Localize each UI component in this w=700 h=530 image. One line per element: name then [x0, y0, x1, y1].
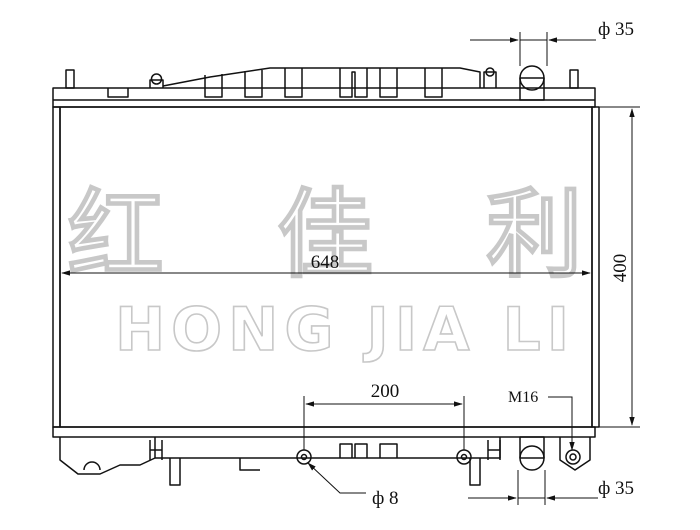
outlet-diameter-label: ф 35: [598, 478, 634, 499]
dimension-lines: [61, 32, 640, 505]
top-tank: [52, 65, 596, 108]
watermark-latin: HONG JIA LI: [115, 295, 575, 365]
drain-plug-leader: [548, 396, 575, 451]
inlet-diameter-label: ф 35: [598, 19, 634, 40]
drain-plug-label: M16: [508, 389, 538, 406]
watermark-chinese: 红 佳 利: [68, 179, 623, 291]
dimension-labels: 648 400 200 ф 35 ф 35 ф 8 M16: [311, 19, 634, 509]
height-label: 400: [610, 254, 631, 283]
bolt-hole-leader: [307, 462, 366, 494]
width-label: 648: [311, 252, 340, 273]
bottom-tank: [52, 426, 596, 486]
bolt-hole-label: ф 8: [372, 488, 399, 509]
bolt-spacing-label: 200: [371, 381, 400, 402]
watermark: 红 佳 利 HONG JIA LI: [67, 178, 623, 366]
